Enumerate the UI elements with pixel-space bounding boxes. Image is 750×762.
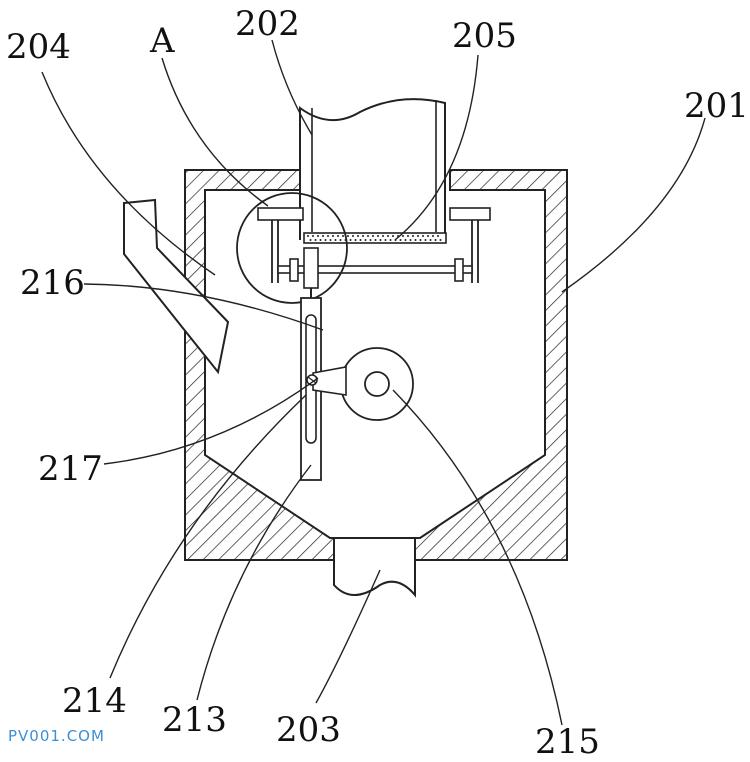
screen-dot	[427, 235, 429, 237]
screen-dot	[387, 235, 389, 237]
screen-dot	[329, 239, 332, 241]
screen-dot	[309, 239, 312, 241]
screen-dot	[437, 235, 439, 237]
screen-dot	[324, 239, 327, 241]
screen-dot	[327, 235, 329, 237]
screen-dot	[424, 239, 427, 241]
detail-circle-a	[236, 192, 348, 304]
screen-dot	[349, 239, 352, 241]
label-205: 205	[452, 16, 517, 56]
screen-dot	[379, 239, 382, 241]
label-217: 217	[38, 449, 103, 489]
screen-dot	[422, 235, 424, 237]
screen-dot	[362, 235, 364, 237]
screen-dot	[357, 235, 359, 237]
screen-filter	[303, 232, 447, 244]
screen-dot	[407, 235, 409, 237]
leader-lines	[41, 39, 706, 726]
screen-dot	[414, 239, 417, 241]
watermark: PV001.COM	[8, 727, 105, 745]
label-a: A	[149, 21, 175, 61]
label-202: 202	[235, 4, 300, 44]
cam-axle	[364, 371, 390, 397]
housing-wall	[184, 169, 568, 561]
label-201: 201	[684, 86, 749, 126]
label-213: 213	[162, 700, 227, 740]
screen-dot	[317, 235, 319, 237]
screen-dot	[342, 235, 344, 237]
label-203: 203	[276, 710, 341, 750]
screen-dot	[409, 239, 412, 241]
screen-dot	[352, 235, 354, 237]
screen-dot	[347, 235, 349, 237]
screen-dot	[367, 235, 369, 237]
screen-dot	[417, 235, 419, 237]
screen-dot	[377, 235, 379, 237]
screen-dot	[434, 239, 437, 241]
label-216: 216	[20, 263, 85, 303]
screen-dot	[307, 235, 309, 237]
outlet-pipe	[333, 537, 416, 598]
screen-dot	[382, 235, 384, 237]
rod-collar-right	[454, 258, 464, 282]
screen-dot	[372, 235, 374, 237]
feed-pipe	[299, 98, 446, 240]
screen-dots	[307, 235, 442, 241]
screen-dot	[412, 235, 414, 237]
screen-dot	[389, 239, 392, 241]
rod-collar-left	[289, 258, 299, 282]
inlet-chute	[123, 198, 230, 375]
screen-dot	[354, 239, 357, 241]
screen-dot	[374, 239, 377, 241]
screen-dot	[334, 239, 337, 241]
label-204: 204	[6, 27, 71, 67]
bracket-left	[257, 207, 304, 221]
screen-dot	[319, 239, 322, 241]
screen-dot	[314, 239, 317, 241]
label-214: 214	[62, 681, 127, 721]
horizontal-rod	[277, 265, 473, 274]
screen-dot	[432, 235, 434, 237]
screen-dot	[399, 239, 402, 241]
pin-cross	[307, 376, 317, 384]
screen-dot	[332, 235, 334, 237]
screen-dot	[402, 235, 404, 237]
screen-dot	[392, 235, 394, 237]
screen-dot	[384, 239, 387, 241]
screen-dot	[439, 239, 442, 241]
screen-dot	[364, 239, 367, 241]
screen-dot	[369, 239, 372, 241]
screen-dot	[404, 239, 407, 241]
label-215: 215	[535, 722, 600, 762]
screen-dot	[322, 235, 324, 237]
bracket-right	[449, 207, 491, 221]
screen-dot	[337, 235, 339, 237]
vertical-spring-block	[303, 247, 319, 289]
screen-dot	[419, 239, 422, 241]
screen-dot	[359, 239, 362, 241]
screen-dot	[312, 235, 314, 237]
screen-dot	[429, 239, 432, 241]
screen-dot	[339, 239, 342, 241]
